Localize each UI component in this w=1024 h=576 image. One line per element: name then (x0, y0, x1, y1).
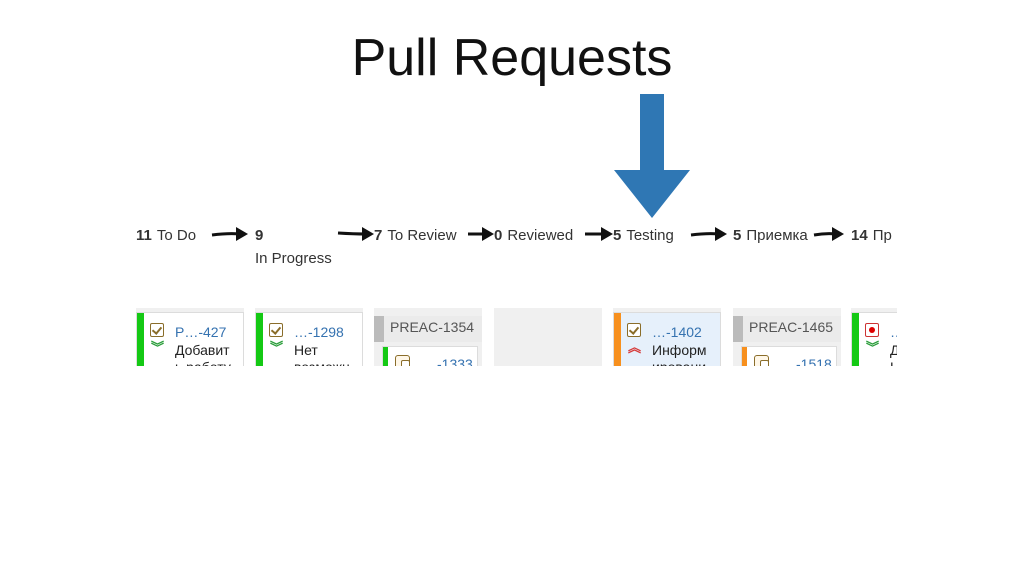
column-name: Приемка (746, 227, 808, 244)
subtask-card[interactable]: …-1333 (382, 346, 478, 366)
column-count: 5 (733, 227, 742, 244)
issue-summary: Добавит ь работу (175, 342, 231, 366)
task-icon (627, 323, 641, 337)
status-bar (852, 313, 859, 366)
column-to-review: PREAC-1354 …-1333 (374, 308, 482, 366)
column-header-in-progress[interactable]: 9 In Progress (255, 227, 332, 267)
column-name: To Review (387, 227, 457, 244)
column-count: 9 (255, 227, 264, 244)
issue-key[interactable]: Р…-427 (175, 324, 227, 340)
column-name: Пр (872, 227, 892, 244)
low-priority-icon: ︾ (270, 340, 284, 355)
parent-issue-key: PREAC-1465 (749, 319, 834, 335)
column-name: In Progress (255, 250, 332, 267)
flow-arrow-icon (585, 227, 613, 241)
column-count: 11 (136, 227, 152, 244)
slide-title: Pull Requests (351, 29, 673, 87)
subtask-icon (395, 355, 410, 366)
parent-issue-header[interactable]: PREAC-1465 (733, 316, 841, 342)
column-count: 14 (851, 227, 868, 244)
column-reviewed (494, 308, 602, 366)
status-bar (137, 313, 144, 366)
low-priority-icon: ︾ (866, 340, 880, 355)
column-name: Testing (626, 227, 674, 244)
subtask-card[interactable]: …-1518 (741, 346, 837, 366)
flow-arrow-icon (211, 227, 248, 241)
issue-summary: Нет возможн (294, 342, 350, 366)
column-testing: …-1402 ︽ Информ ировани (613, 308, 721, 366)
column-priemka: PREAC-1465 …-1518 (733, 308, 841, 366)
column-name: To Do (156, 227, 197, 244)
status-bar (614, 313, 621, 366)
issue-key[interactable]: … (890, 324, 897, 340)
column-count: 0 (494, 227, 503, 244)
column-next: … ︾ Д Н (851, 308, 897, 366)
issue-card[interactable]: Р…-427 ︾ Добавит ь работу (136, 312, 244, 366)
kanban-board: Р…-427 ︾ Добавит ь работу …-1298 ︾ Нет в… (0, 300, 1024, 366)
subtask-icon (754, 355, 769, 366)
issue-card[interactable]: …-1402 ︽ Информ ировани (613, 312, 721, 366)
parent-marker (374, 316, 384, 342)
parent-marker (733, 316, 743, 342)
column-in-progress: …-1298 ︾ Нет возможн (255, 308, 363, 366)
column-count: 7 (374, 227, 383, 244)
flow-arrow-icon (690, 227, 727, 241)
parent-issue-header[interactable]: PREAC-1354 (374, 316, 482, 342)
low-priority-icon: ︾ (151, 340, 165, 355)
status-bar (742, 347, 747, 366)
bug-icon (865, 323, 879, 337)
parent-issue-key: PREAC-1354 (390, 319, 475, 335)
task-icon (269, 323, 283, 337)
issue-key[interactable]: …-1298 (294, 324, 344, 340)
high-priority-icon: ︽ (628, 340, 642, 355)
issue-summary: Д Н (890, 342, 897, 366)
issue-card[interactable]: …-1298 ︾ Нет возможн (255, 312, 363, 366)
status-bar (383, 347, 388, 366)
column-count: 5 (613, 227, 622, 244)
issue-key[interactable]: …-1518 (782, 356, 832, 366)
flow-arrow-icon (337, 227, 374, 241)
flow-arrow-icon (468, 227, 494, 241)
status-bar (256, 313, 263, 366)
issue-summary: Информ ировани (652, 342, 707, 366)
issue-key[interactable]: …-1402 (652, 324, 702, 340)
issue-card[interactable]: … ︾ Д Н (851, 312, 897, 366)
column-name: Reviewed (507, 227, 574, 244)
task-icon (150, 323, 164, 337)
column-to-do: Р…-427 ︾ Добавит ь работу (136, 308, 244, 366)
down-arrow-icon (614, 94, 690, 218)
issue-key[interactable]: …-1333 (423, 356, 473, 366)
flow-arrow-icon (813, 227, 844, 241)
